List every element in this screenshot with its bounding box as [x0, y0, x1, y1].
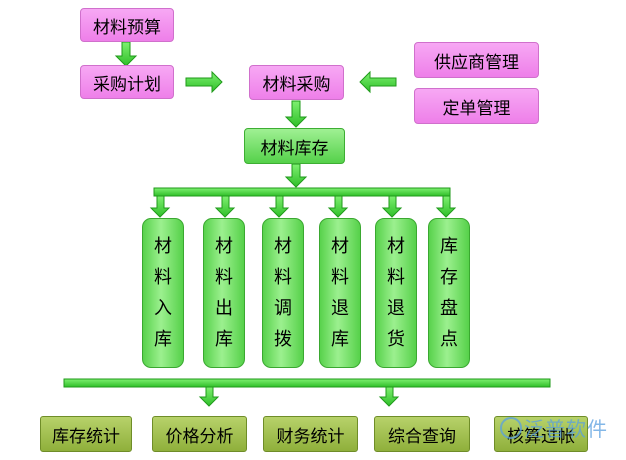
- stock-op-material-out: 材 料 出 库: [203, 218, 245, 368]
- distribution-bar: [153, 187, 451, 197]
- output-comprehensive-query: 综合查询: [374, 416, 470, 452]
- stock-op-char: 料: [215, 267, 233, 288]
- node-supplier-mgmt-label: 供应商管理: [434, 52, 519, 73]
- output-price-analysis: 价格分析: [152, 416, 247, 452]
- arrow-drop-5: [381, 195, 403, 218]
- watermark-text: 泛普软件: [524, 417, 608, 441]
- stock-op-char: 库: [154, 329, 172, 350]
- stock-op-char: 货: [387, 329, 405, 350]
- node-material-purchase-label: 材料采购: [262, 75, 331, 95]
- watermark-logo-icon: [500, 417, 522, 439]
- node-material-budget: 材料预算: [80, 8, 174, 42]
- stock-op-material-return-goods: 材 料 退 货: [375, 218, 417, 368]
- output-label: 价格分析: [165, 426, 234, 447]
- arrow-drop-1: [149, 195, 171, 218]
- node-order-mgmt: 定单管理: [414, 88, 539, 124]
- stock-op-char: 出: [215, 298, 233, 319]
- arrow-budget-to-plan: [114, 41, 138, 67]
- arrow-purchase-to-stock: [284, 100, 308, 128]
- watermark: 泛普软件: [500, 413, 608, 442]
- arrow-plan-to-purchase: [185, 70, 223, 94]
- arrow-stock-to-bar: [284, 163, 308, 188]
- arrow-drop-6: [435, 195, 457, 218]
- node-material-stock: 材料库存: [244, 128, 345, 164]
- stock-op-char: 盘: [440, 298, 458, 319]
- stock-op-char: 存: [440, 267, 458, 288]
- stock-op-char: 料: [387, 267, 405, 288]
- arrow-out-2: [378, 386, 400, 407]
- node-purchase-plan: 采购计划: [80, 65, 174, 99]
- stock-op-char: 库: [331, 329, 349, 350]
- stock-op-inventory-count: 库 存 盘 点: [428, 218, 470, 368]
- node-order-mgmt-label: 定单管理: [442, 98, 511, 119]
- stock-op-char: 材: [331, 236, 349, 257]
- stock-op-char: 材: [154, 236, 172, 257]
- stock-op-char: 材: [274, 236, 292, 257]
- stock-op-material-transfer: 材 料 调 拨: [262, 218, 304, 368]
- node-material-stock-label: 材料库存: [260, 138, 329, 159]
- stock-op-char: 材: [215, 236, 233, 257]
- output-inventory-stats: 库存统计: [40, 416, 132, 452]
- output-label: 财务统计: [276, 426, 345, 447]
- node-supplier-mgmt: 供应商管理: [414, 42, 539, 78]
- stock-op-material-return-stock: 材 料 退 库: [319, 218, 361, 368]
- arrow-drop-3: [268, 195, 290, 218]
- stock-op-char: 退: [387, 298, 405, 319]
- stock-op-char: 料: [331, 267, 349, 288]
- stock-op-char: 材: [387, 236, 405, 257]
- stock-op-char: 拨: [274, 329, 292, 350]
- stock-op-char: 料: [274, 267, 292, 288]
- stock-op-char: 点: [440, 329, 458, 350]
- stock-op-char: 入: [154, 298, 172, 319]
- stock-op-char: 退: [331, 298, 349, 319]
- stock-op-char: 库: [215, 329, 233, 350]
- stock-op-material-in: 材 料 入 库: [142, 218, 184, 368]
- output-finance-stats: 财务统计: [263, 416, 358, 452]
- arrow-drop-2: [214, 195, 236, 218]
- stock-op-char: 料: [154, 267, 172, 288]
- stock-op-char: 调: [274, 298, 292, 319]
- arrow-drop-4: [327, 195, 349, 218]
- collection-bar: [63, 378, 551, 388]
- arrow-out-1: [198, 386, 220, 407]
- output-label: 库存统计: [52, 426, 120, 447]
- stock-op-char: 库: [440, 236, 458, 257]
- node-material-purchase: 材料采购: [249, 65, 344, 100]
- output-label: 综合查询: [388, 426, 456, 447]
- output-label: 核算过帐: [507, 426, 575, 447]
- arrow-supplier-to-purchase: [359, 70, 397, 94]
- node-purchase-plan-label: 采购计划: [93, 74, 161, 95]
- node-material-budget-label: 材料预算: [93, 17, 161, 38]
